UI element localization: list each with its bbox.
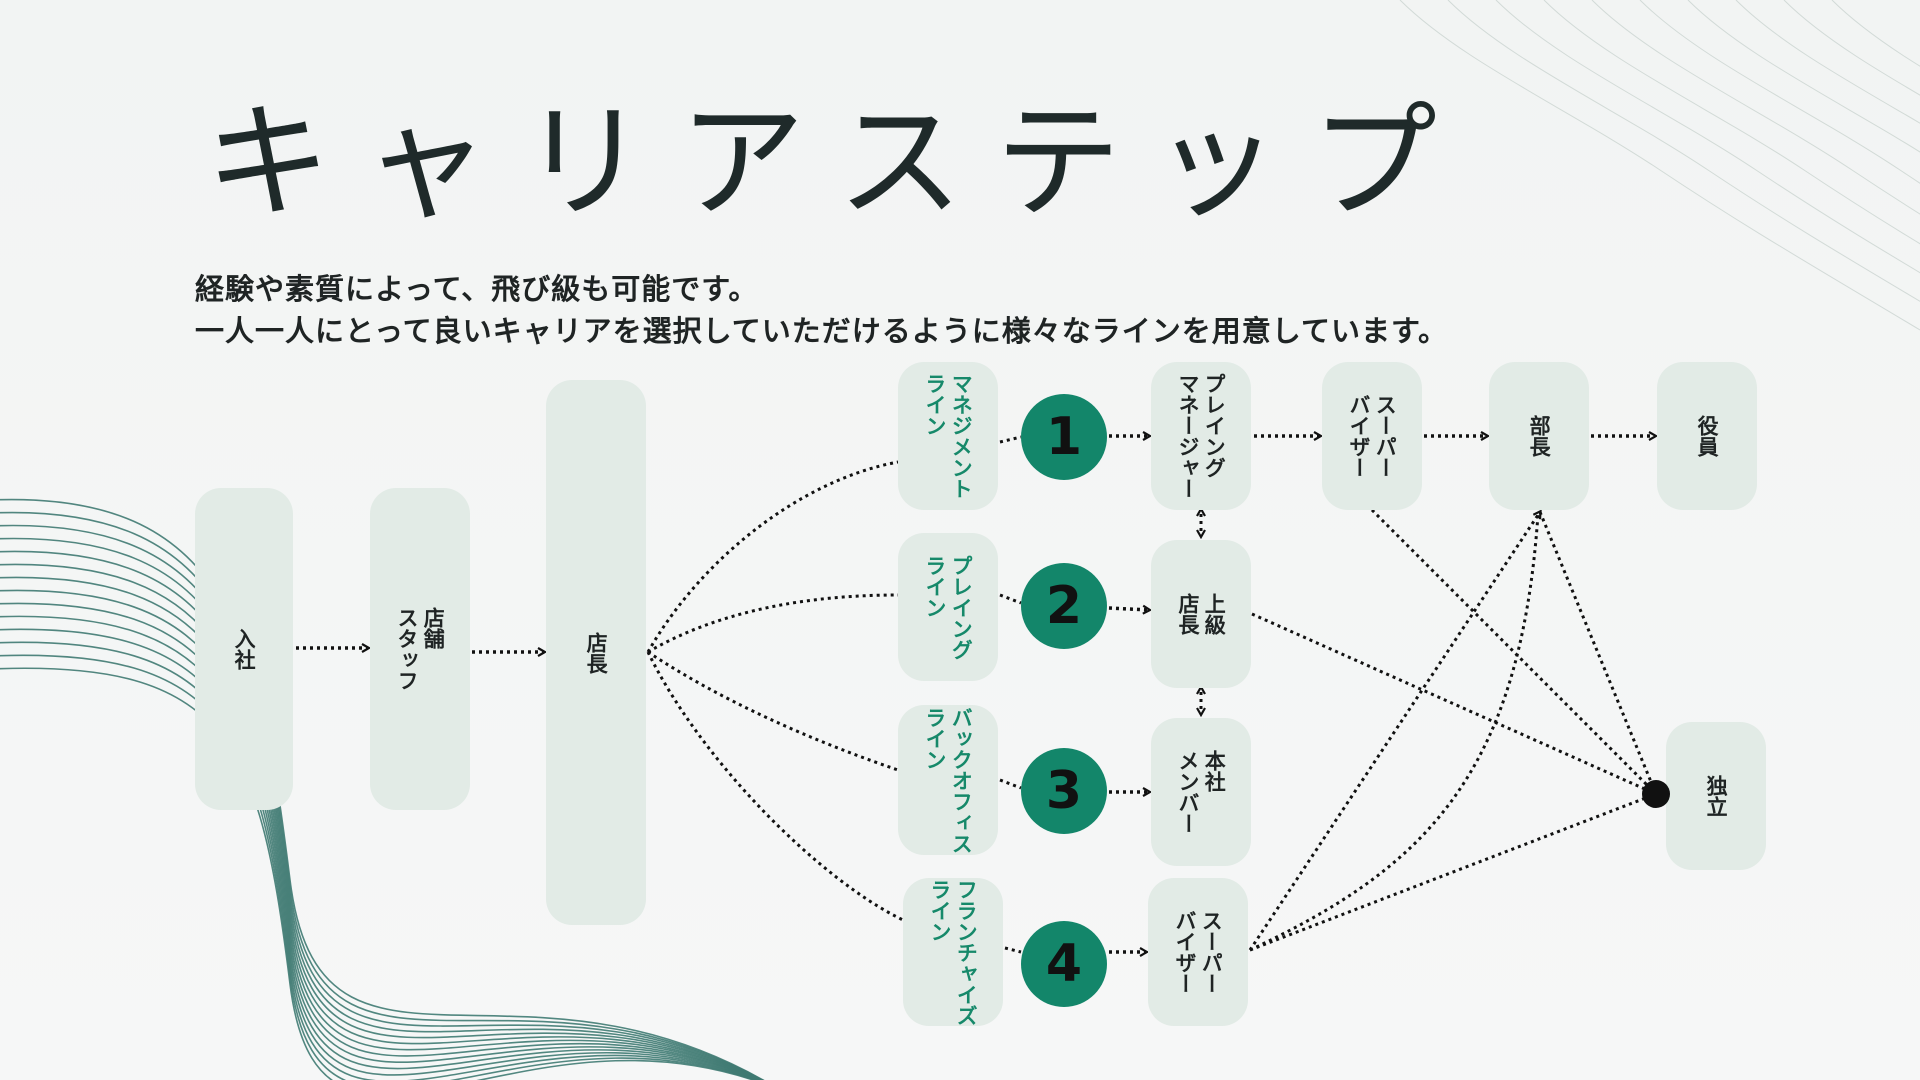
node-senior-store-manager-label: 上級 店長 (1176, 593, 1227, 635)
curve-to-franchise-line (646, 651, 904, 922)
corner-wave-line (1591, 0, 1920, 215)
node-dept-manager: 部長 (1489, 362, 1589, 510)
link-line2-number (999, 593, 1022, 605)
node-join-label: 入社 (232, 628, 257, 670)
node-management-line-label: マネジメント ライン (923, 373, 974, 499)
curve-to-management-line (646, 460, 899, 653)
node-supervisor-top-label: スーパー バイザー (1347, 394, 1398, 478)
node-executive-label: 役員 (1695, 415, 1720, 457)
node-independent-label: 独立 (1704, 775, 1729, 817)
corner-wave-line (1399, 0, 1920, 331)
wave-line (0, 589, 761, 1080)
node-hq-member-label: 本社 メンバー (1176, 750, 1227, 834)
wave-line (0, 654, 757, 1080)
corner-wave-line (1543, 0, 1920, 245)
wave-line (0, 576, 762, 1080)
curve-to-playing-line (647, 593, 899, 654)
wave-line (0, 667, 756, 1080)
node-independent: 独立 (1666, 722, 1766, 870)
corner-wave-line (1495, 0, 1920, 274)
node-store-staff: 店舗 スタッフ (370, 488, 470, 810)
node-playing-manager-label: プレイング マネージャー (1176, 373, 1227, 499)
link-line3-number (999, 778, 1022, 790)
corner-wave-line (1783, 0, 1920, 96)
node-backoffice-line-label: バックオフィス ライン (923, 706, 974, 854)
step-number-3: 3 (1021, 748, 1107, 834)
step-number-1: 1 (1021, 394, 1107, 480)
arrow-2-to-senior-manager (1108, 608, 1149, 610)
corner-wave-line (1831, 0, 1920, 67)
corner-wave-line (1735, 0, 1920, 124)
wave-line (0, 641, 758, 1080)
node-senior-store-manager: 上級 店長 (1151, 540, 1251, 688)
curve-to-backoffice-line (647, 650, 899, 772)
link-supervisor2-to-independent (1249, 792, 1657, 952)
step-number-2: 2 (1021, 563, 1107, 649)
subtitle-line-1: 経験や素質によって、飛び級も可能です。 (195, 272, 759, 306)
node-dept-manager-label: 部長 (1527, 415, 1552, 457)
subtitle-line-2: 一人一人にとって良いキャリアを選択していただけるように様々なラインを用意していま… (195, 314, 1449, 348)
link-line1-number (999, 435, 1022, 444)
node-join: 入社 (195, 488, 293, 810)
node-playing-line-label: プレイング ライン (923, 554, 974, 660)
node-playing-line: プレイング ライン (898, 533, 998, 681)
node-executive: 役員 (1657, 362, 1757, 510)
wave-line (0, 498, 765, 1080)
wave-line (0, 615, 760, 1080)
corner-wave-line (1639, 0, 1920, 184)
node-management-line: マネジメント ライン (898, 362, 998, 510)
page-title: キャリアステップ (205, 89, 1469, 236)
node-store-manager: 店長 (546, 380, 646, 925)
node-playing-manager: プレイング マネージャー (1151, 362, 1251, 510)
wave-line (0, 628, 759, 1080)
node-supervisor-bottom-label: スーパー バイザー (1173, 910, 1224, 994)
independent-junction-dot (1642, 780, 1670, 808)
wave-line (0, 511, 764, 1080)
node-supervisor-top: スーパー バイザー (1322, 362, 1422, 510)
link-line4-number (1004, 946, 1022, 954)
step-number-4: 4 (1021, 921, 1107, 1007)
wave-line (0, 550, 763, 1080)
node-store-staff-label: 店舗 スタッフ (395, 607, 446, 691)
wave-line (0, 524, 764, 1080)
link-supervisor2-to-dept (1248, 512, 1540, 951)
node-supervisor-bottom: スーパー バイザー (1148, 878, 1248, 1026)
wave-line (0, 537, 763, 1080)
subtitle: 経験や素質によって、飛び級も可能です。 一人一人にとって良いキャリアを選択してい… (195, 268, 1448, 352)
wave-line (0, 563, 762, 1080)
wave-line (0, 602, 760, 1080)
link-dept-to-independent (1538, 511, 1658, 795)
node-hq-member: 本社 メンバー (1151, 718, 1251, 866)
corner-wave-line (1447, 0, 1920, 302)
node-backoffice-line: バックオフィス ライン (898, 705, 998, 855)
curve-supervisor2-to-dept (1249, 513, 1540, 952)
corner-wave-line (1687, 0, 1920, 153)
link-senior-to-independent (1251, 612, 1657, 796)
node-franchise-line: フランチャイズ ライン (903, 878, 1003, 1026)
node-store-manager-label: 店長 (584, 631, 609, 674)
node-franchise-line-label: フランチャイズ ライン (928, 878, 979, 1026)
